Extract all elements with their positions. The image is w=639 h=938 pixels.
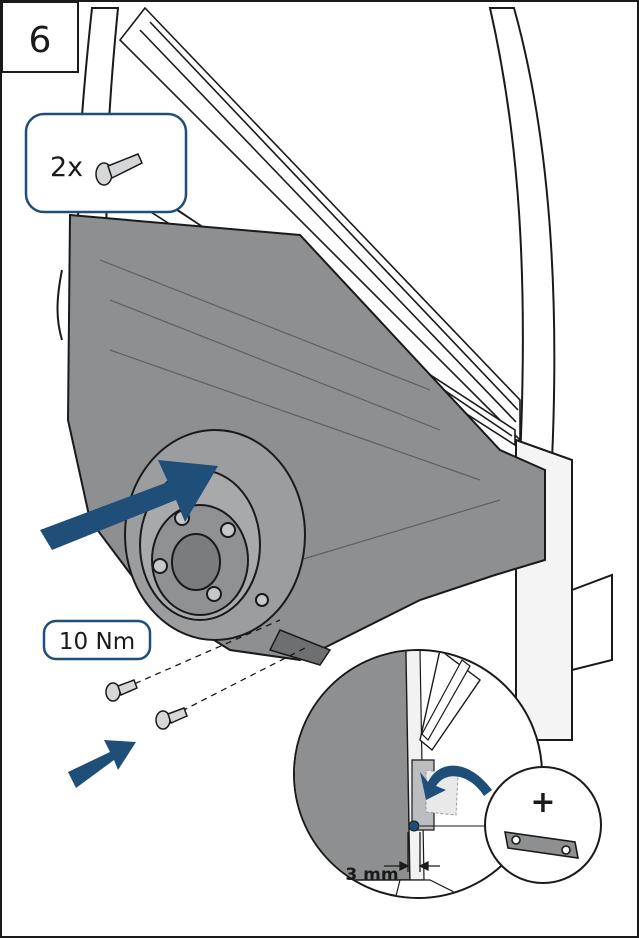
push-arrow-small xyxy=(68,740,136,788)
chain-cover xyxy=(56,213,546,666)
curved-arrow xyxy=(420,765,492,800)
gap-dimension xyxy=(384,832,440,872)
screw-icon xyxy=(95,153,143,186)
add-symbol: + xyxy=(530,785,555,820)
detail-magnifier xyxy=(293,649,543,899)
torque-label: 10 Nm xyxy=(59,629,135,655)
screw-icon xyxy=(105,679,188,730)
push-arrow-large xyxy=(40,460,218,550)
gap-label: 3 mm xyxy=(345,865,398,885)
hub-assembly xyxy=(124,429,306,641)
bracket-clip-icon xyxy=(504,831,579,859)
step-number-box: 6 xyxy=(1,1,79,73)
add-part-callout: + xyxy=(484,766,602,884)
step-number: 6 xyxy=(29,20,52,61)
parts-quantity: 2x xyxy=(50,152,83,183)
screw-guide-lines xyxy=(124,619,306,717)
torque-callout: 10 Nm xyxy=(42,619,152,661)
parts-callout: 2x xyxy=(24,112,188,214)
